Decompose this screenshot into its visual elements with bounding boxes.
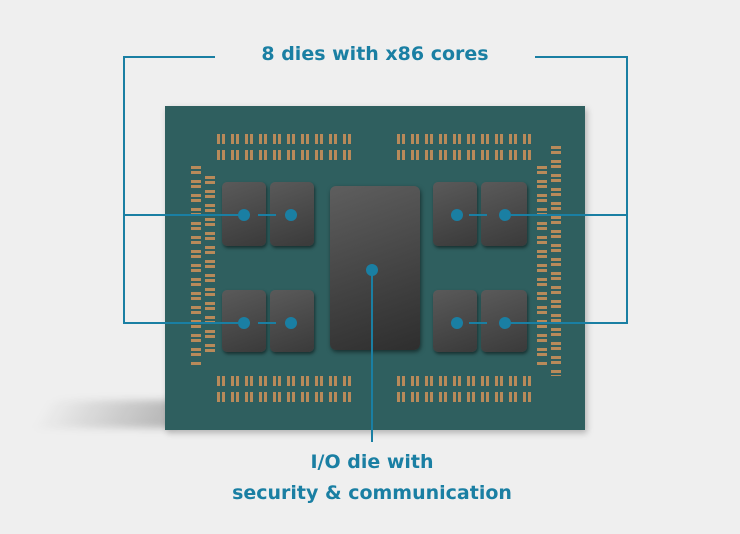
io-label-line1: I/O die with [310, 451, 434, 473]
pad-row [397, 134, 537, 144]
callout-line [505, 322, 627, 324]
top-label: 8 dies with x86 cores [261, 43, 489, 65]
processor-package [165, 106, 585, 430]
pad-row [217, 150, 357, 160]
pad-column [537, 166, 547, 366]
callout-line [123, 322, 244, 324]
pad-row [217, 376, 357, 386]
callout-line [123, 56, 125, 324]
pad-row [397, 376, 537, 386]
callout-dot [238, 209, 250, 221]
callout-dot [451, 209, 463, 221]
callout-dash [258, 322, 276, 324]
callout-dash [469, 214, 487, 216]
pad-row [217, 134, 357, 144]
callout-dot [499, 209, 511, 221]
callout-line [505, 214, 627, 216]
pad-column [551, 146, 561, 376]
callout-line [123, 214, 244, 216]
callout-line [123, 56, 215, 58]
pad-row [397, 392, 537, 402]
callout-dot [238, 317, 250, 329]
pad-column [205, 176, 215, 356]
callout-dot [285, 317, 297, 329]
callout-dot [285, 209, 297, 221]
callout-dot [366, 264, 378, 276]
callout-dash [469, 322, 487, 324]
pad-column [191, 166, 201, 366]
callout-dash [258, 214, 276, 216]
callout-dot [499, 317, 511, 329]
pad-row [217, 392, 357, 402]
callout-line [535, 56, 627, 58]
pad-row [397, 150, 537, 160]
callout-dot [451, 317, 463, 329]
callout-line [626, 56, 628, 324]
callout-line [371, 270, 373, 442]
io-label-line2: security & communication [232, 482, 512, 504]
